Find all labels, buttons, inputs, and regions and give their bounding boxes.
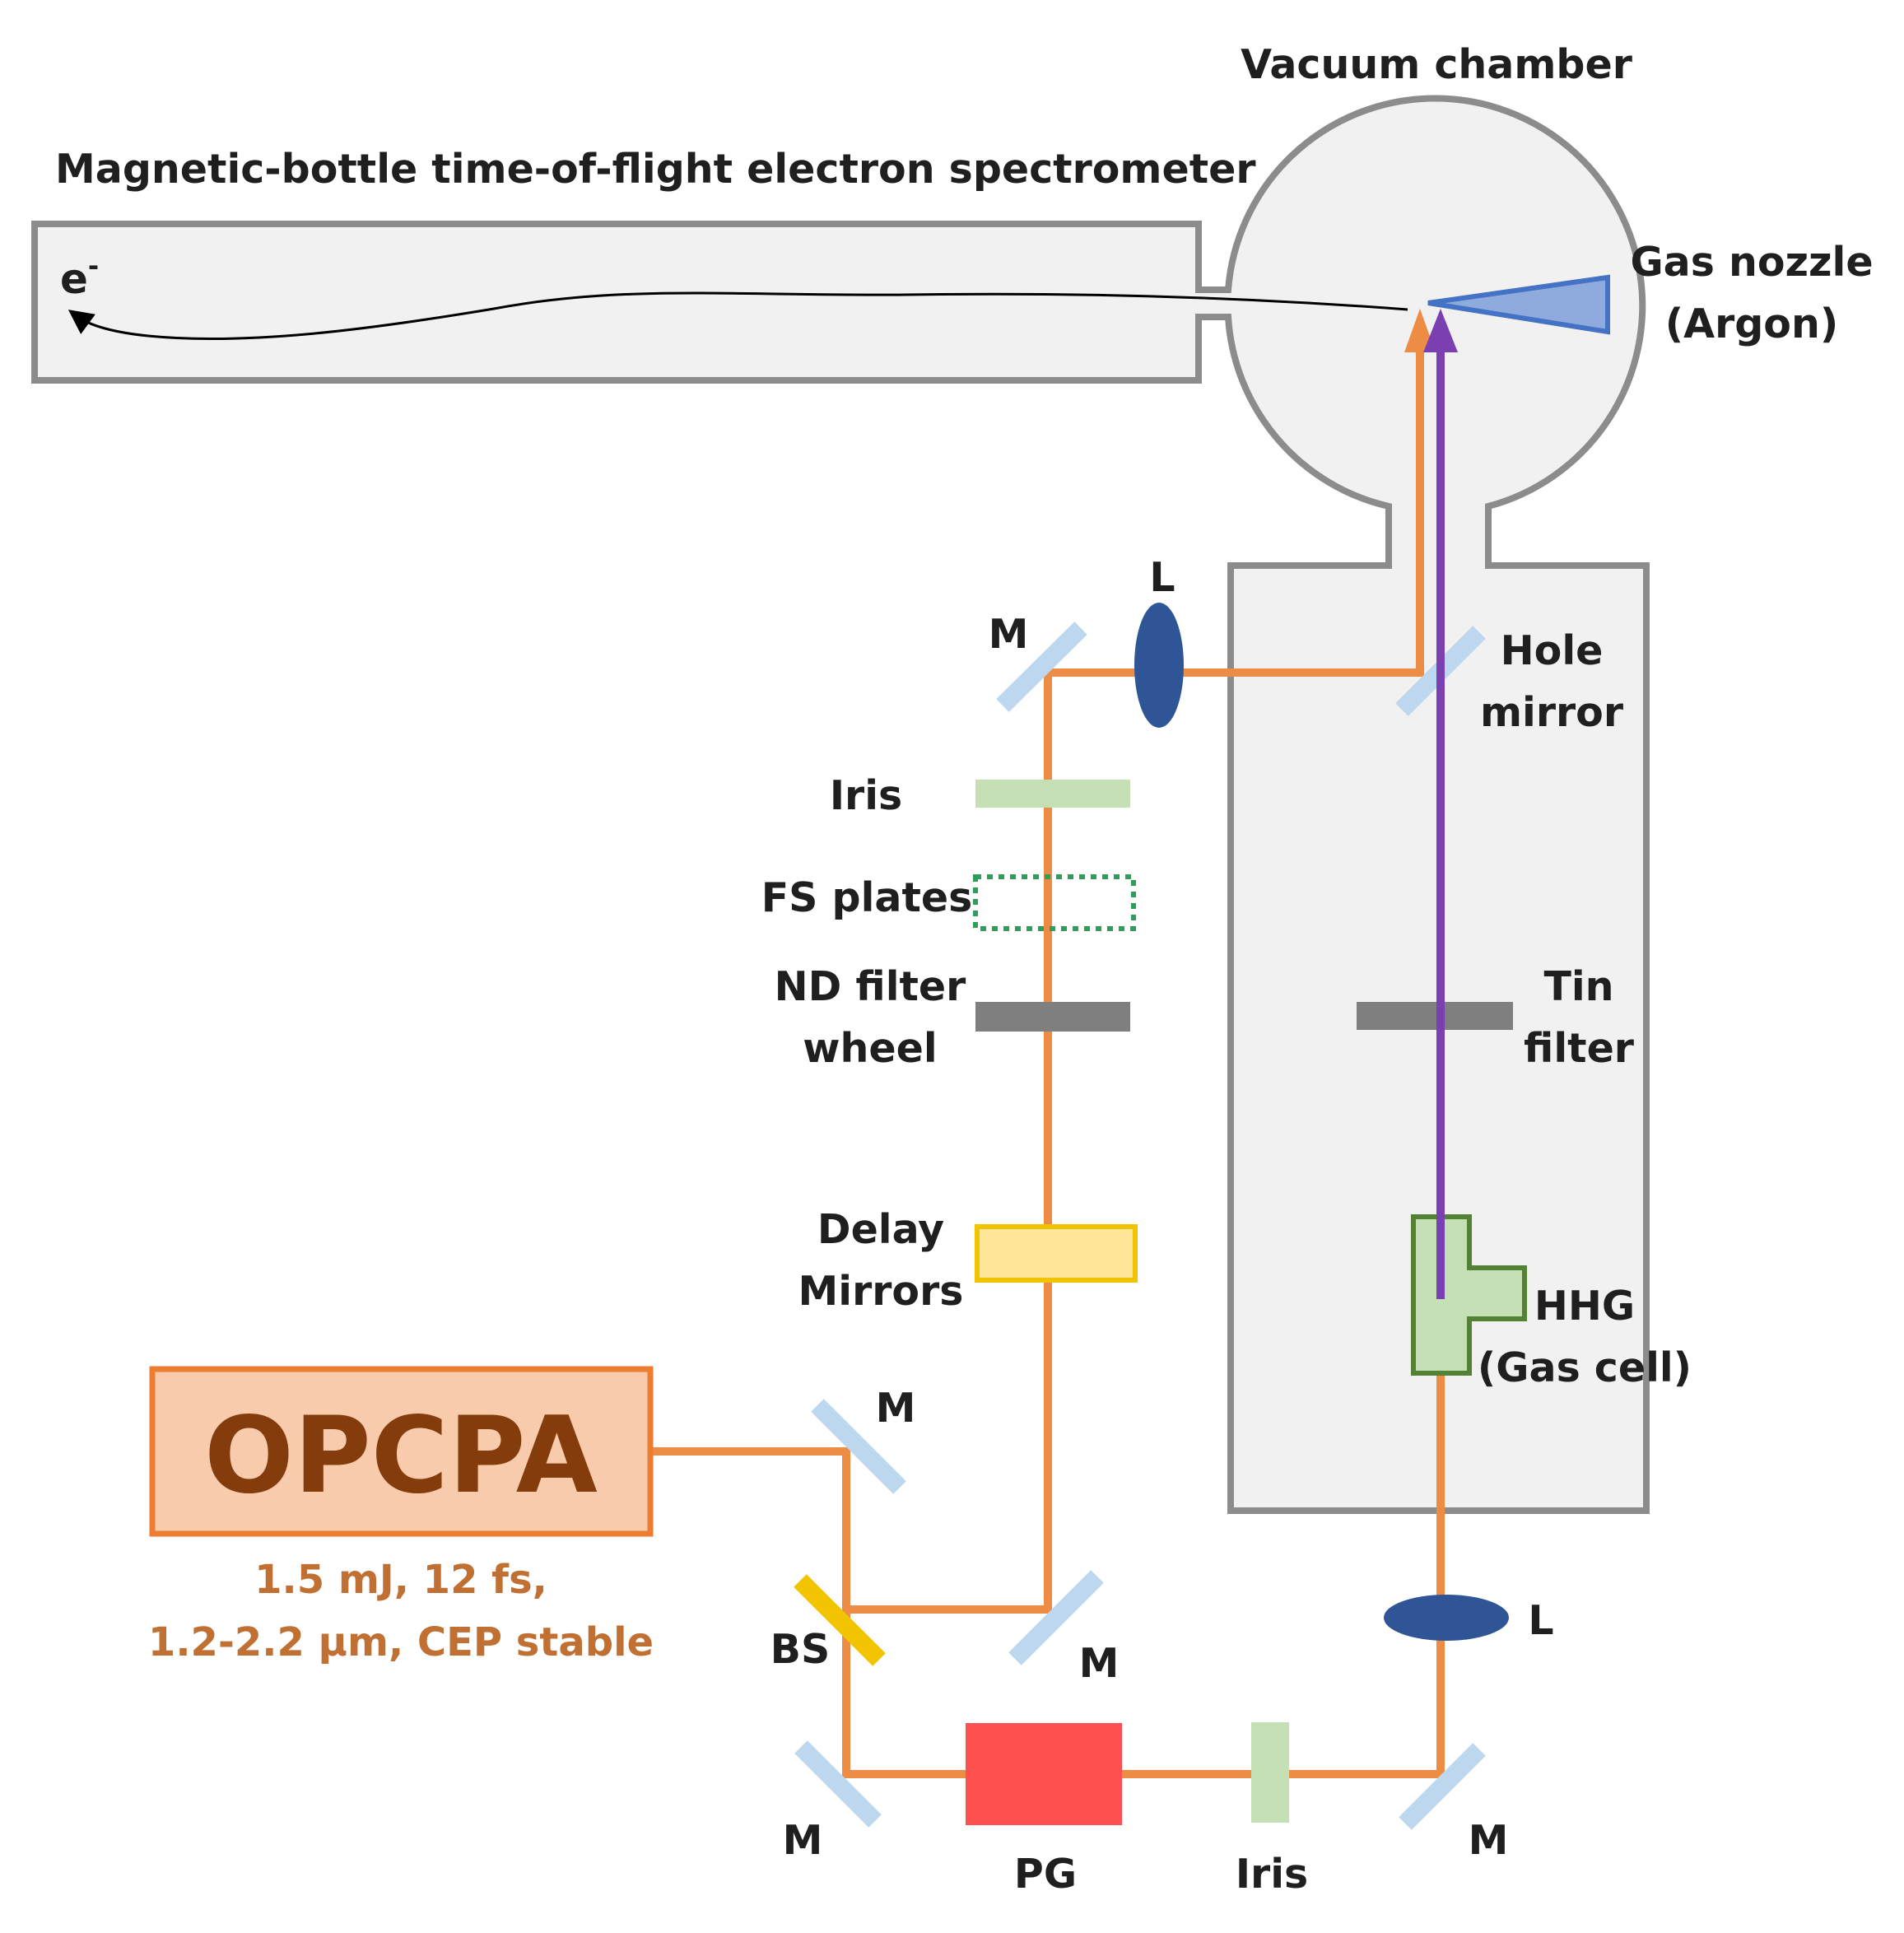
hhg-label-line2: (Gas cell) bbox=[1478, 1344, 1692, 1391]
pulse-generator bbox=[966, 1723, 1122, 1825]
mirror-bottom-right bbox=[1399, 1743, 1486, 1830]
hole-mirror-label-line1: Hole bbox=[1501, 627, 1604, 674]
delay-mirrors bbox=[975, 1224, 1138, 1283]
nd-filter-label-line2: wheel bbox=[803, 1025, 937, 1072]
xuv-beam-arrowhead bbox=[1423, 309, 1458, 352]
vacuum-chamber-label: Vacuum chamber bbox=[1241, 41, 1633, 88]
electron-label: e- bbox=[60, 250, 99, 303]
electron-label-base: e bbox=[60, 255, 88, 303]
spectrometer-label: Magnetic-bottle time-of-flight electron … bbox=[55, 146, 1256, 193]
mirror-bottom-left bbox=[794, 1740, 882, 1828]
bs-label: BS bbox=[770, 1626, 831, 1673]
mirror-opcpa-label: M bbox=[876, 1385, 916, 1432]
tin-filter bbox=[1357, 1002, 1513, 1030]
mirror-bs-side bbox=[1008, 1570, 1104, 1665]
iris-probe bbox=[975, 780, 1130, 808]
gas-nozzle-label-line1: Gas nozzle bbox=[1630, 239, 1873, 286]
mirror-bs-side-label: M bbox=[1079, 1640, 1120, 1687]
mirror-opcpa bbox=[811, 1399, 906, 1494]
lens-top-label: L bbox=[1149, 554, 1175, 601]
opcpa-spec-line2: 1.2-2.2 µm, CEP stable bbox=[148, 1619, 654, 1665]
mirror-bottom-left-label: M bbox=[783, 1817, 823, 1864]
iris-bottom-label: Iris bbox=[1236, 1851, 1308, 1898]
delay-mirrors-label-line2: Mirrors bbox=[798, 1268, 964, 1315]
gas-nozzle-label-line2: (Argon) bbox=[1665, 300, 1839, 347]
vacuum-chamber-outline bbox=[31, 95, 1650, 1514]
nd-filter-wheel bbox=[975, 1002, 1130, 1032]
vacuum-chamber bbox=[31, 95, 1650, 1514]
hhg-label-line1: HHG bbox=[1534, 1283, 1635, 1330]
beam-splitter bbox=[794, 1574, 886, 1666]
nd-filter-label-line1: ND filter bbox=[775, 963, 967, 1010]
iris-probe-label: Iris bbox=[830, 772, 902, 819]
lens-bottom-label: L bbox=[1528, 1597, 1553, 1644]
lens-top bbox=[1134, 603, 1184, 728]
delay-mirrors-label-line1: Delay bbox=[817, 1206, 944, 1253]
lens-bottom bbox=[1384, 1595, 1509, 1641]
fs-plates bbox=[973, 874, 1136, 931]
tin-filter-label-line1: Tin bbox=[1543, 963, 1613, 1010]
gas-nozzle-icon bbox=[1427, 274, 1610, 335]
tin-filter-label-line2: filter bbox=[1524, 1025, 1635, 1072]
mirror-top-left-label: M bbox=[989, 611, 1029, 658]
electron-label-sup: - bbox=[88, 250, 99, 282]
fs-plates-label: FS plates bbox=[761, 874, 973, 921]
opcpa-title: OPCPA bbox=[204, 1395, 598, 1517]
pg-label: PG bbox=[1014, 1851, 1077, 1898]
iris-bottom bbox=[1251, 1722, 1289, 1823]
mirror-bottom-right-label: M bbox=[1469, 1817, 1509, 1864]
hole-mirror-label-line2: mirror bbox=[1480, 689, 1624, 736]
mirror-top-left bbox=[996, 622, 1087, 712]
opcpa-box bbox=[149, 1366, 654, 1537]
opcpa-spec-line1: 1.5 mJ, 12 fs, bbox=[254, 1557, 547, 1603]
electron-trajectory bbox=[68, 291, 1408, 341]
